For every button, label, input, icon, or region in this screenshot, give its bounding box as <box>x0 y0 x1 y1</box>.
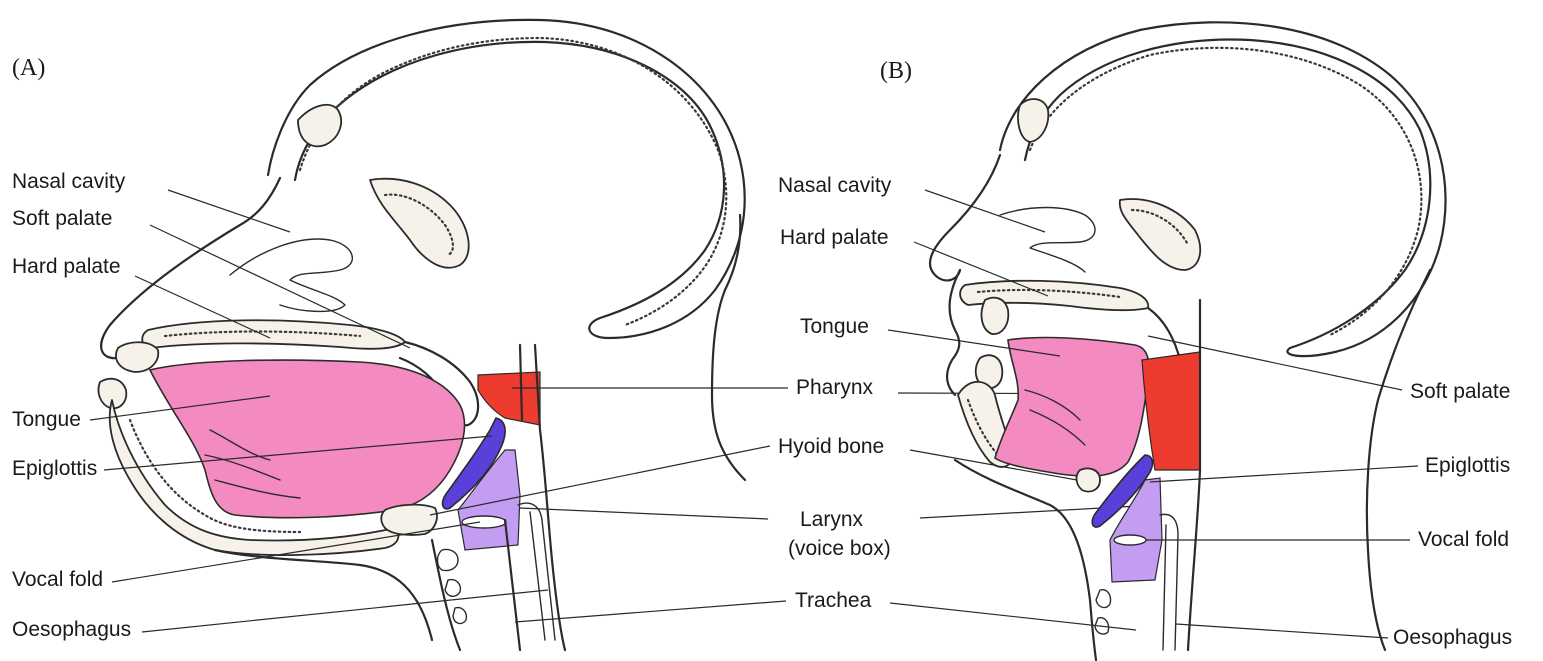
face-profile-b <box>928 153 1002 282</box>
lips-b <box>946 268 962 397</box>
label-pharynx: Pharynx <box>796 376 874 399</box>
hyoid-bone-b <box>1075 467 1101 493</box>
frontal-sinus-a <box>297 103 342 148</box>
neck-outline-b <box>1365 268 1432 652</box>
neck-front-a <box>430 538 462 652</box>
label-tongue-b: Tongue <box>800 315 869 338</box>
label-nasal-cavity-b: Nasal cavity <box>778 174 892 197</box>
skull-outline-b <box>998 21 1447 358</box>
pharynx-b <box>1141 351 1201 471</box>
mandible-texture-b <box>966 398 1000 457</box>
hard-palate-bone-b <box>959 279 1150 312</box>
skull-texture-a <box>298 36 728 327</box>
skull-outline-a <box>266 18 746 340</box>
nasal-turbinates-b <box>999 206 1096 273</box>
cervical-spine-a <box>518 343 567 652</box>
trachea-rings-a <box>436 548 468 625</box>
soft-palate-b <box>1146 306 1182 362</box>
neck-back-inner-a <box>503 518 522 652</box>
lower-teeth-b <box>974 354 1004 390</box>
label-vocal-fold-a: Vocal fold <box>12 568 103 591</box>
label-epiglottis-b: Epiglottis <box>1425 454 1510 477</box>
center-labels: Pharynx Hyoid bone Larynx (voice box) Tr… <box>429 376 1169 631</box>
label-nasal-cavity-a: Nasal cavity <box>12 170 126 193</box>
label-trachea: Trachea <box>795 589 872 612</box>
label-oesophagus-b: Oesophagus <box>1393 626 1512 649</box>
mandible-texture-a <box>128 418 302 534</box>
sphenoid-bone-b <box>1118 198 1202 271</box>
vocal-fold-b <box>1113 534 1147 546</box>
skull-texture-b <box>1028 46 1423 337</box>
larynx-b <box>1109 477 1163 583</box>
tongue-b <box>994 336 1150 478</box>
epiglottis-a <box>441 417 506 510</box>
tongue-a <box>148 359 466 519</box>
panel-a: (A) <box>12 18 747 652</box>
pharynx-a <box>477 371 541 426</box>
epiglottis-b <box>1091 454 1154 528</box>
hyoid-bone-a <box>380 503 438 536</box>
label-oesophagus-a: Oesophagus <box>12 618 131 641</box>
sphenoid-bone-a <box>369 177 470 269</box>
label-soft-palate-b: Soft palate <box>1410 380 1510 403</box>
panel-a-title: (A) <box>12 55 45 81</box>
trachea-rings-b <box>1094 589 1112 635</box>
tongue-fibers-a <box>204 429 301 499</box>
vocal-fold-a <box>461 515 507 529</box>
upper-teeth-b <box>980 296 1010 335</box>
label-epiglottis-a: Epiglottis <box>12 457 97 480</box>
label-hard-palate-b: Hard palate <box>780 226 889 249</box>
label-soft-palate-a: Soft palate <box>12 207 112 230</box>
label-hard-palate-a: Hard palate <box>12 255 121 278</box>
label-tongue-a: Tongue <box>12 408 81 431</box>
label-vocal-fold-b: Vocal fold <box>1418 528 1509 551</box>
panel-a-labels: Nasal cavity Soft palate Hard palate Ton… <box>12 170 549 641</box>
label-hyoid-bone: Hyoid bone <box>778 435 884 458</box>
tongue-fibers-b <box>1024 389 1086 446</box>
neck-outline-a <box>710 213 747 482</box>
hard-palate-texture-b <box>976 288 1122 299</box>
oesophagus-tube-a <box>517 502 556 641</box>
label-larynx-sub: (voice box) <box>788 537 891 560</box>
chin-neck-a <box>213 548 434 642</box>
panel-b-title: (B) <box>880 58 912 84</box>
lower-teeth-a <box>97 377 128 410</box>
nasal-turbinates-a <box>229 238 353 313</box>
oesophagus-tube-b <box>1159 513 1179 651</box>
panel-b: (B) <box>880 21 1447 661</box>
sphenoid-texture-a <box>383 193 454 257</box>
panel-b-labels: Nasal cavity Hard palate Tongue Soft pal… <box>778 174 1512 649</box>
frontal-sinus-b <box>1017 98 1050 143</box>
label-larynx: Larynx <box>800 508 864 531</box>
sphenoid-texture-b <box>1130 208 1190 247</box>
upper-teeth-a <box>115 341 160 373</box>
chin-neck-b <box>953 458 1098 661</box>
